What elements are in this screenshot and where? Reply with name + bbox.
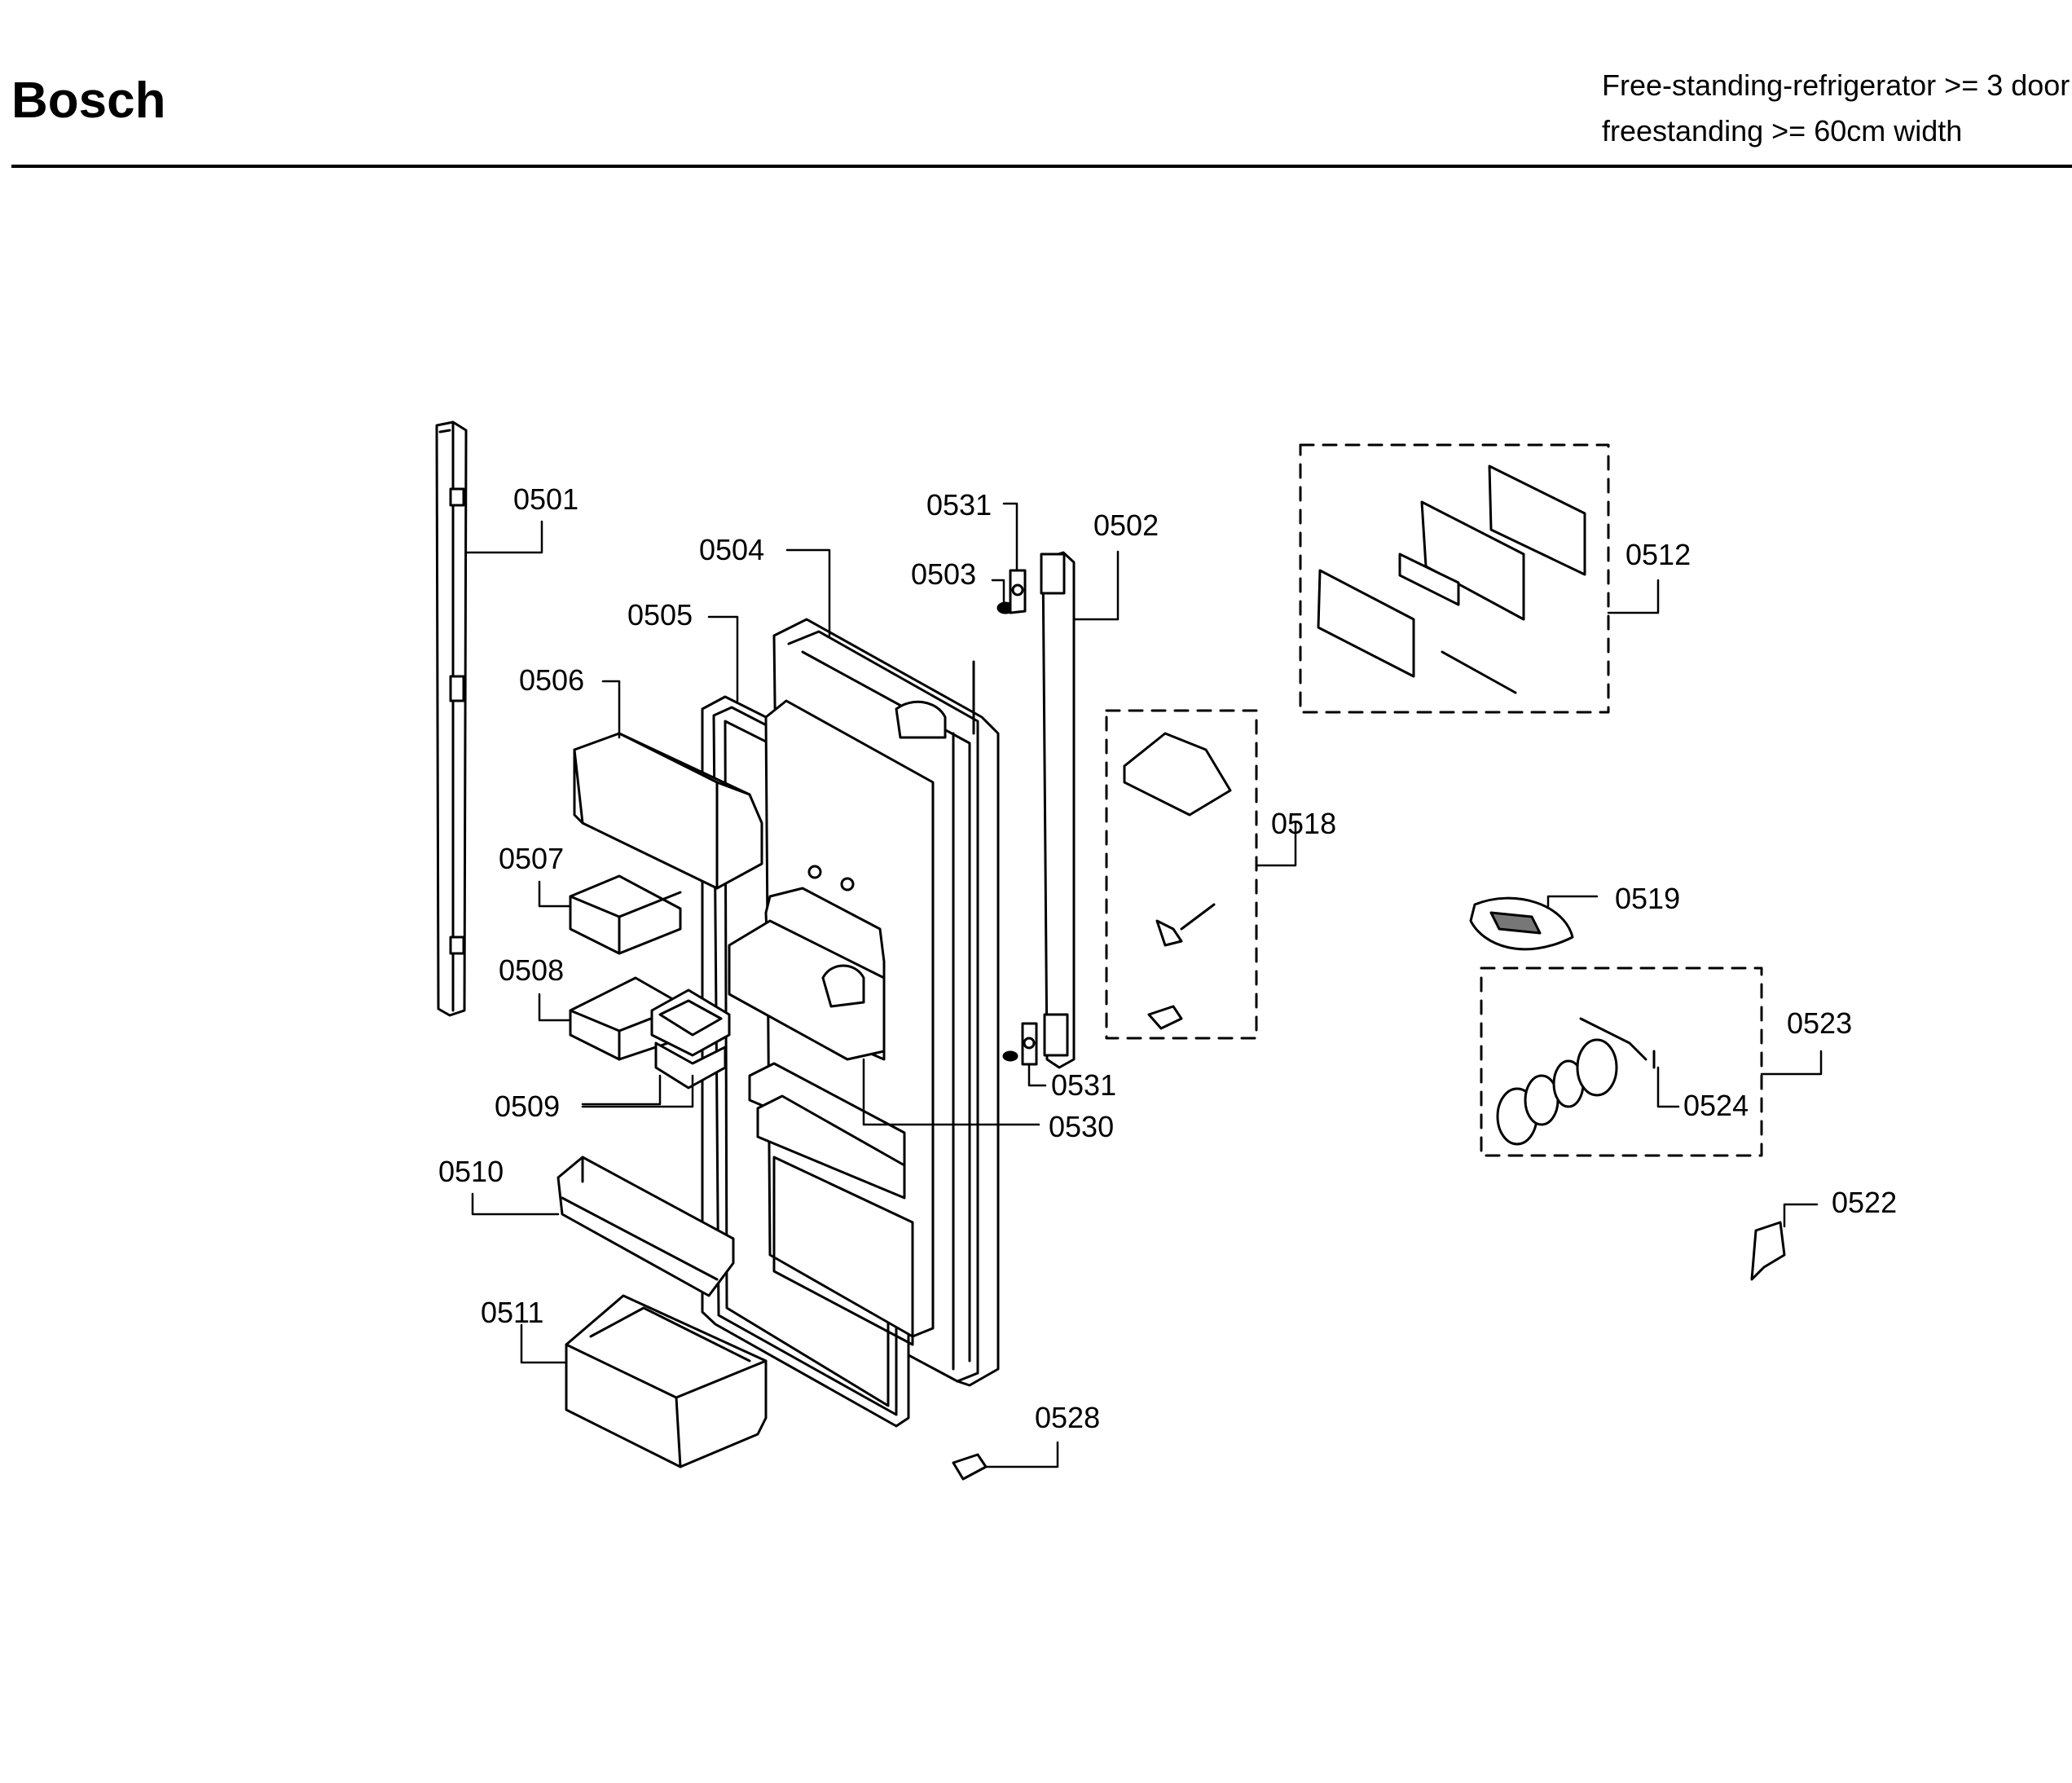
part-0528-clip	[952, 1453, 988, 1481]
part-labels: 0501 0502 0503 0504 0505 0506 0507 0508 …	[438, 482, 1897, 1434]
label-0507: 0507	[499, 842, 564, 875]
part-0506-door-bin	[573, 732, 763, 890]
part-0531-hinge-cover-bottom	[1002, 1022, 1038, 1066]
part-0518-dispenser-group	[1105, 709, 1258, 1040]
appliance-category-line2: freestanding >= 60cm width	[1602, 114, 1963, 147]
part-0501-trim-strip	[435, 420, 468, 1017]
label-0512: 0512	[1625, 538, 1691, 571]
page-header: Bosch Free-standing-refrigerator >= 3 do…	[0, 0, 2072, 171]
label-0522: 0522	[1832, 1186, 1897, 1219]
part-0522-switch	[1750, 1221, 1786, 1281]
label-0501: 0501	[513, 482, 578, 516]
label-0504: 0504	[699, 533, 764, 566]
label-0518: 0518	[1271, 807, 1336, 840]
label-0511: 0511	[481, 1296, 543, 1329]
label-0503: 0503	[911, 557, 976, 591]
label-0510: 0510	[438, 1155, 504, 1188]
part-0511-large-bin	[565, 1294, 768, 1468]
part-0519-drip-grille	[1469, 896, 1574, 951]
header-rule	[11, 165, 2072, 168]
appliance-category-line1: Free-standing-refrigerator >= 3 door	[1602, 68, 2070, 102]
label-0531-bottom: 0531	[1051, 1068, 1116, 1102]
label-0523: 0523	[1787, 1006, 1852, 1040]
label-0509: 0509	[495, 1090, 560, 1123]
label-0506: 0506	[519, 663, 584, 697]
part-0510-door-shelf	[556, 1156, 735, 1297]
part-door-liner	[728, 699, 935, 1346]
part-0523-lamp-assembly	[1480, 966, 1763, 1157]
part-0512-control-panel-assembly	[1299, 443, 1610, 714]
part-0531-hinge-cover-top	[1009, 569, 1027, 614]
brand-title: Bosch	[11, 73, 166, 129]
part-0509-holder	[650, 988, 731, 1090]
label-0519: 0519	[1615, 882, 1680, 915]
leader-lines	[464, 502, 1823, 1468]
label-0508: 0508	[499, 953, 564, 987]
part-0502-door-handle	[1040, 551, 1076, 1069]
label-0531-top: 0531	[926, 488, 992, 522]
part-0507-small-tray	[569, 874, 682, 955]
label-0530: 0530	[1049, 1110, 1114, 1143]
label-0502: 0502	[1093, 508, 1159, 542]
label-0524: 0524	[1683, 1089, 1749, 1122]
label-0505: 0505	[627, 598, 693, 632]
label-0528: 0528	[1035, 1401, 1100, 1434]
